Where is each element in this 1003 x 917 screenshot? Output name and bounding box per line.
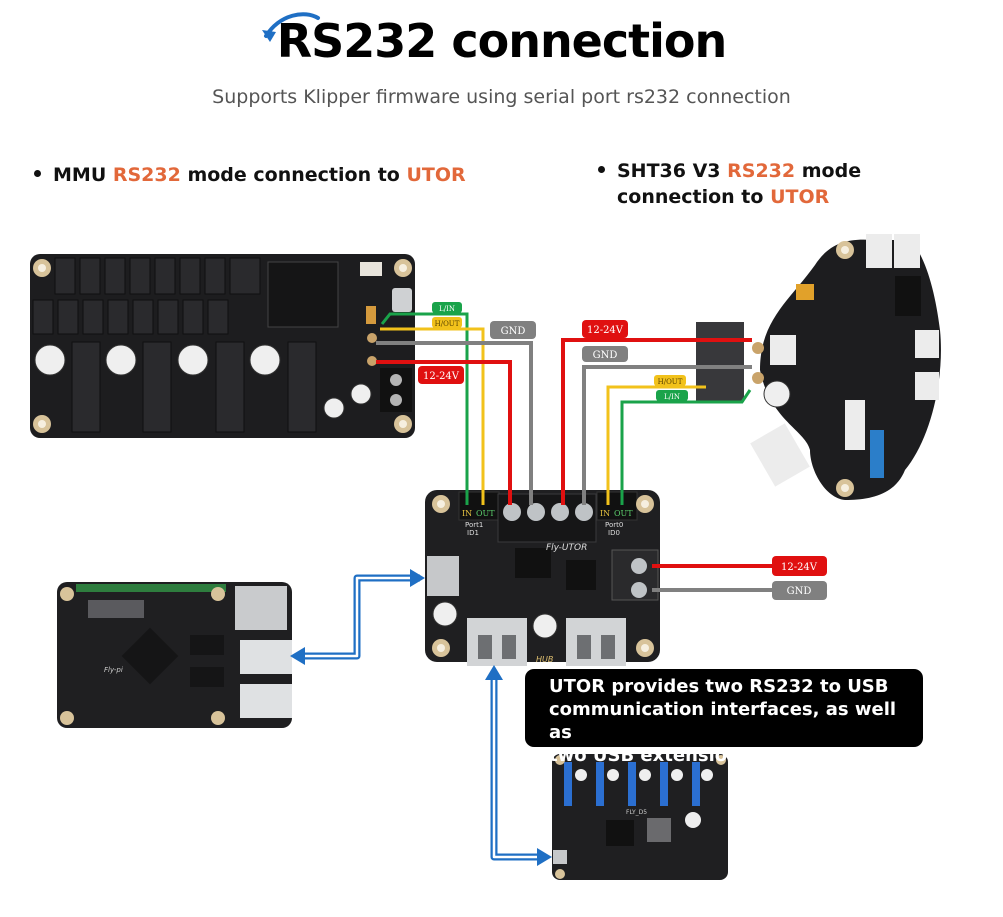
wire-sht36-gnd (582, 365, 752, 505)
utor-board: IN OUT Port1 ID1 IN OUT Port0 ID0 Fly-UT… (425, 490, 660, 666)
label-sht36-gnd: GND (582, 346, 628, 362)
mainboard-silk-name: FLY_D5 (626, 809, 647, 816)
svg-text:12-24V: 12-24V (781, 562, 818, 573)
usb-link-mainboard (485, 665, 552, 866)
wire-mmu-l-in (380, 312, 469, 505)
label-sht36-h-out: H/OUT (654, 375, 686, 386)
svg-text:GND: GND (501, 326, 526, 337)
wire-mmu-power (376, 360, 512, 505)
page-title: RS232 connection (276, 14, 728, 68)
wire-sht36-power (561, 338, 752, 505)
label-utor-gnd: GND (772, 581, 827, 600)
callout-line-2: communication interfaces, as well as (549, 699, 897, 743)
wire-mmu-h-out (380, 327, 485, 505)
svg-text:H/OUT: H/OUT (658, 378, 683, 386)
highlight-rs232: RS232 (727, 160, 796, 182)
svg-text:12-24V: 12-24V (423, 371, 460, 382)
bullet-sht36: SHT36 V3 RS232 mode connection to UTOR (598, 158, 861, 210)
wire-sht36-h-out (606, 385, 706, 505)
svg-text:L/IN: L/IN (664, 393, 680, 401)
bullet-dot (34, 170, 41, 177)
label-mmu-l-in: L/IN (432, 302, 462, 313)
port0-in-label: IN (600, 509, 610, 518)
label-sht36-l-in: L/IN (656, 390, 688, 401)
highlight-utor: UTOR (406, 164, 466, 186)
utor-hub-label: HUB (536, 655, 553, 664)
sht36-board (696, 234, 941, 500)
usb-link-host (290, 569, 425, 665)
port0-out-label: OUT (614, 509, 633, 518)
svg-text:L/IN: L/IN (439, 305, 455, 313)
utor-callout: UTOR provides two RS232 to USB communica… (525, 669, 923, 766)
label-sht36-power: 12-24V (582, 320, 628, 338)
host-silk-name: Fly-pi (104, 666, 123, 674)
arrow-left-icon (290, 647, 305, 665)
bullet-dot (598, 166, 605, 173)
arrow-right-icon (537, 848, 552, 866)
svg-text:H/OUT: H/OUT (435, 320, 460, 328)
host-sbc-board: Fly-pi (57, 582, 292, 728)
svg-text:12-24V: 12-24V (587, 325, 624, 336)
label-mmu-power: 12-24V (418, 366, 464, 384)
page-subtitle: Supports Klipper firmware using serial p… (212, 86, 791, 108)
callout-line-1: UTOR provides two RS232 to USB (549, 676, 889, 697)
utor-silk-name: Fly-UTOR (546, 543, 587, 553)
label-mmu-h-out: H/OUT (432, 317, 462, 328)
label-mmu-gnd: GND (490, 321, 536, 339)
svg-text:GND: GND (787, 586, 812, 597)
port1-id: ID1 (467, 529, 479, 537)
wire-sht36-l-in (620, 389, 752, 505)
port1-in-label: IN (462, 509, 472, 518)
arrow-up-icon (485, 665, 503, 680)
port0-name: Port0 (605, 521, 623, 529)
port0-id: ID0 (608, 529, 620, 537)
curved-arrow-icon (262, 12, 320, 42)
svg-text:GND: GND (593, 350, 618, 361)
bullet-mmu: MMU RS232 mode connection to UTOR (34, 162, 466, 188)
port1-out-label: OUT (476, 509, 495, 518)
highlight-utor: UTOR (770, 186, 830, 208)
wire-mmu-gnd (376, 341, 533, 505)
mmu-board (30, 254, 415, 438)
mainboard-fly-d5: FLY_D5 (552, 754, 728, 880)
label-utor-power: 12-24V (772, 556, 827, 576)
port1-name: Port1 (465, 521, 483, 529)
highlight-rs232: RS232 (112, 164, 181, 186)
callout-line-3: two USB extension interfaces (549, 745, 849, 766)
arrow-right-icon (410, 569, 425, 587)
